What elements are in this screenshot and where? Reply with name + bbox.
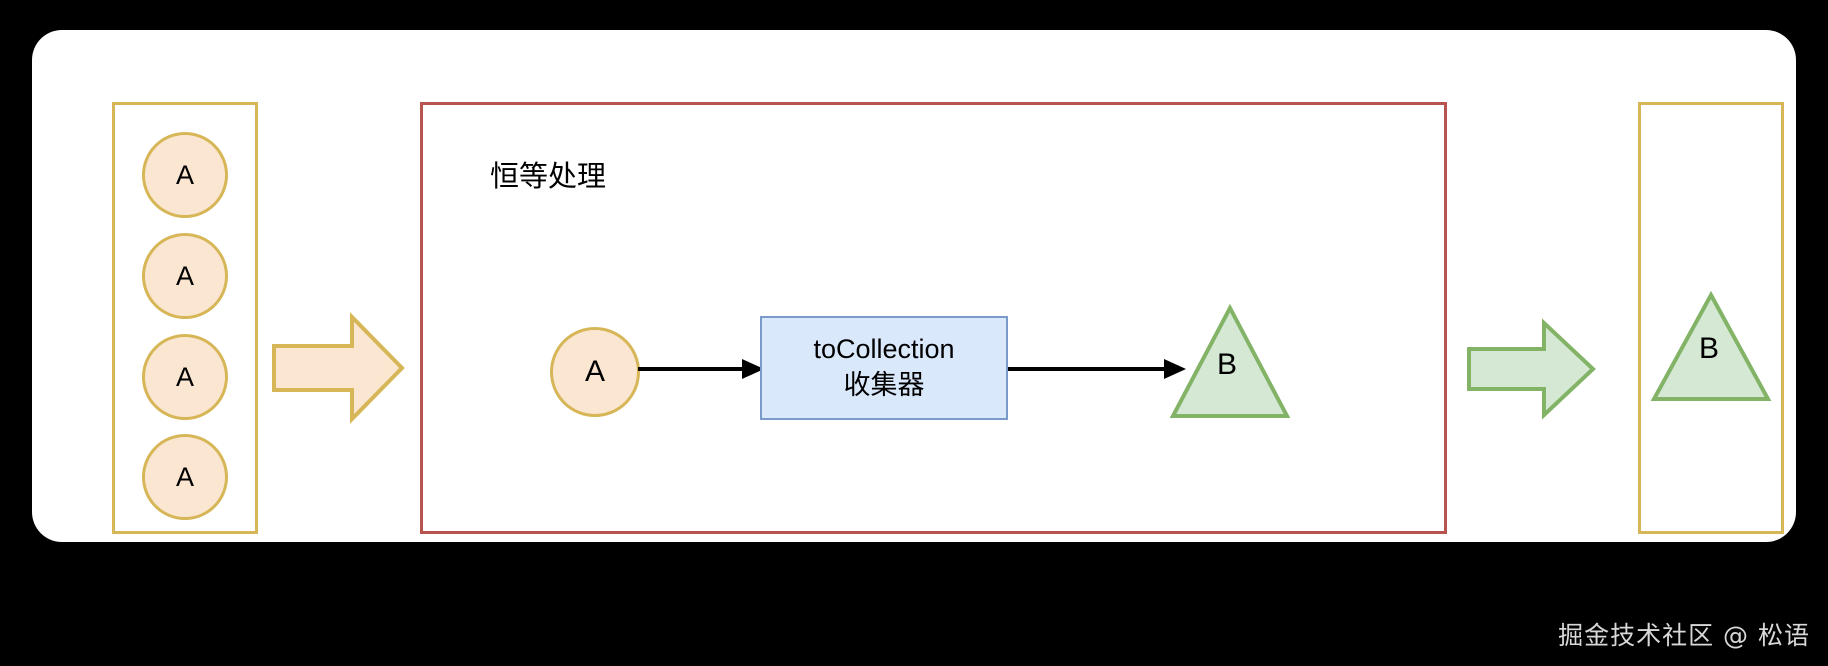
process-title: 恒等处理 [490,161,607,193]
source-token-circle-1: A [142,132,228,218]
process-input-token-label: A [584,355,605,388]
collector-line-1: toCollection [813,334,955,365]
source-token-circle-4: A [142,434,228,520]
source-token-circle-2: A [142,233,228,319]
source-token-circle-3: A [142,334,228,420]
watermark: 掘金技术社区 @ 松语 [1558,621,1810,650]
collector-line-2: 收集器 [843,370,925,400]
process-output-token [1169,303,1291,420]
arrow-collector-to-b [1008,358,1188,380]
diagram-card: A A A A 恒等处理 A [32,30,1796,542]
result-token-triangle [1650,290,1772,403]
source-token-label-2: A [175,260,194,291]
input-block-arrow [272,312,405,424]
output-block-arrow [1467,318,1596,420]
source-token-label-4: A [175,461,194,492]
source-token-label-1: A [175,159,194,190]
result-token-label: B [1699,332,1720,365]
arrow-a-to-collector [638,358,766,380]
process-input-token: A [550,327,640,417]
source-token-label-3: A [175,361,194,392]
process-output-token-label: B [1217,348,1238,381]
collector-box: toCollection 收集器 [760,316,1008,420]
